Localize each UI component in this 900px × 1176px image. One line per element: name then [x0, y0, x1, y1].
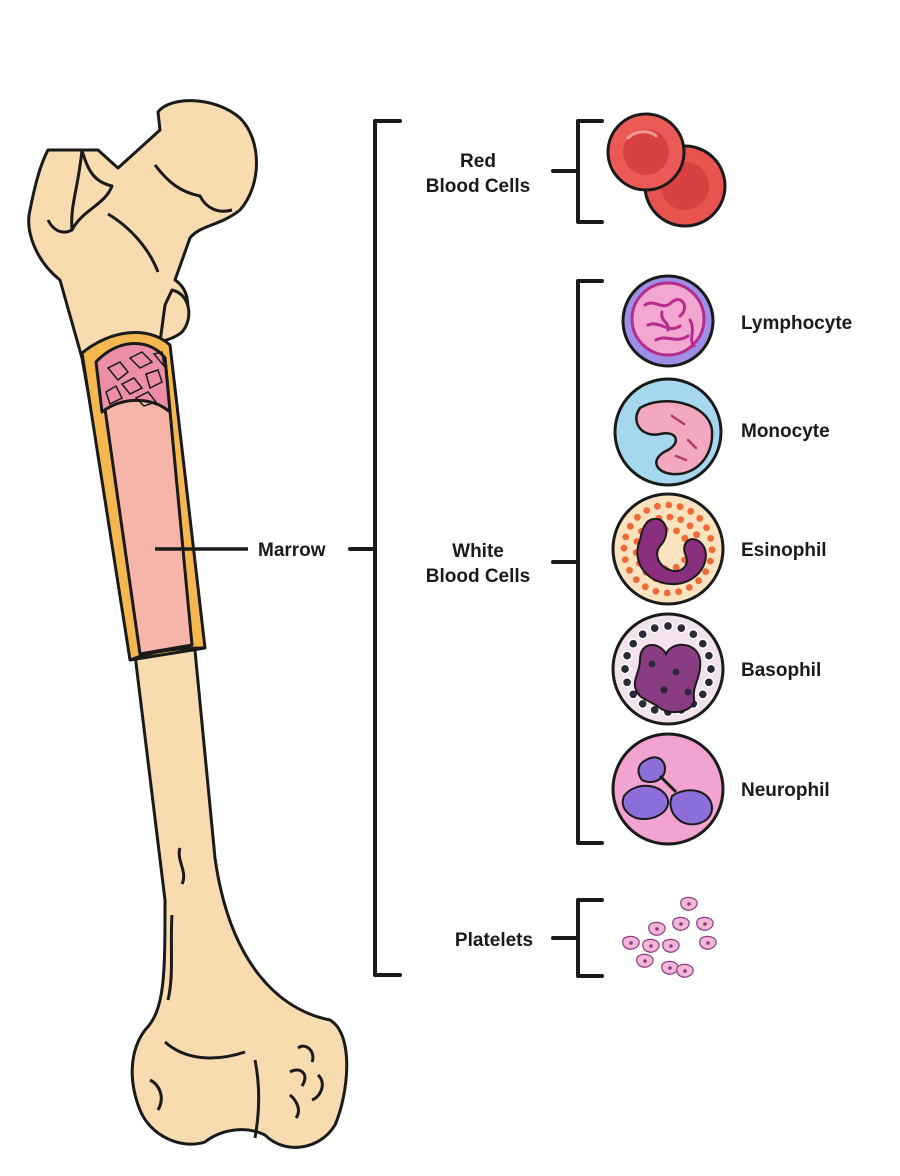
white-cell-label-esinophil: Esinophil: [741, 540, 827, 561]
eosinophil-granule: [708, 546, 716, 554]
basophil-granule: [703, 650, 715, 662]
eosinophil-granule: [677, 516, 685, 523]
basophil-granule: [703, 676, 715, 688]
platelets-label: Platelets: [455, 930, 533, 951]
platelets-bracket: [551, 898, 604, 978]
platelet-granule: [668, 966, 672, 970]
basophil-granule: [675, 622, 687, 634]
platelet-granule: [687, 902, 691, 906]
white-cell-label-basophil: Basophil: [741, 660, 821, 681]
red-bracket: [551, 119, 604, 224]
basophil-granule: [637, 698, 649, 710]
eosinophil-granule: [681, 534, 689, 542]
platelet-granule: [683, 969, 687, 973]
eosinophil-granule: [641, 583, 649, 591]
basophil-granule: [637, 628, 649, 640]
eosinophil-granule: [696, 515, 704, 522]
basophil-granule: [627, 638, 639, 650]
eosinophil-granule: [626, 566, 633, 574]
marrow-label: Marrow: [258, 540, 326, 561]
eosinophil-granule: [634, 513, 641, 521]
eosinophil-granule: [693, 531, 700, 539]
eosinophil-granule: [673, 527, 680, 535]
platelet-granule: [669, 944, 673, 948]
platelet-icon: [622, 896, 717, 978]
esinophil-icon: [611, 492, 725, 606]
basophil-granule: [687, 628, 699, 640]
eosinophil-granule: [685, 584, 693, 591]
basophil-icon: [611, 612, 725, 726]
neurophil-icon: [611, 732, 725, 846]
eosinophil-granule: [687, 507, 695, 515]
eosinophil-granule: [686, 522, 694, 530]
eosinophil-granule: [621, 556, 629, 563]
eosinophil-granule: [675, 588, 682, 596]
platelet-granule: [643, 959, 647, 963]
white-cell-label-neurophil: Neurophil: [741, 780, 830, 801]
red-blood-cell-icon: [606, 112, 727, 228]
platelet-granule: [706, 941, 710, 945]
white-bracket: [551, 279, 604, 845]
white-cell-label-monocyte: Monocyte: [741, 421, 830, 442]
eosinophil-granule: [706, 557, 714, 565]
eosinophil-granule: [622, 533, 630, 541]
red-label-line2: Blood Cells: [426, 176, 531, 197]
basophil-granule: [619, 663, 631, 675]
femur-bone-illustration: [27, 99, 349, 1149]
eosinophil-granule: [620, 544, 628, 552]
eosinophil-granule: [702, 568, 710, 576]
basophil-granule: [662, 620, 674, 632]
red-label-line1: Red: [460, 151, 496, 172]
platelet-granule: [679, 922, 683, 926]
platelet-granule: [703, 922, 707, 926]
eosinophil-granule: [654, 502, 661, 510]
basophil-granule: [697, 688, 709, 700]
eosinophil-granule: [632, 576, 640, 583]
eosinophil-granule: [672, 563, 680, 571]
eosinophil-granule: [643, 507, 651, 514]
eosinophil-granule: [666, 513, 674, 521]
eosinophil-granule: [626, 522, 634, 530]
white-label-line1: White: [452, 541, 504, 562]
platelet-granule: [629, 941, 633, 945]
eosinophil-granule: [652, 587, 660, 595]
eosinophil-granule: [707, 535, 715, 542]
basophil-granule: [705, 663, 717, 675]
lymphocyte-icon: [621, 274, 715, 368]
white-label-line2: Blood Cells: [426, 566, 531, 587]
eosinophil-granule: [695, 577, 702, 585]
basophil-granule: [621, 676, 633, 688]
platelet-granule: [649, 944, 653, 948]
basophil-granule: [697, 638, 709, 650]
white-cell-label-lymphocyte: Lymphocyte: [741, 313, 852, 334]
eosinophil-granule: [665, 501, 673, 509]
eosinophil-granule: [663, 589, 671, 597]
marrow-bracket: [348, 119, 402, 977]
monocyte-icon: [613, 377, 723, 487]
platelet-granule: [655, 927, 659, 931]
basophil-granule: [621, 650, 633, 662]
eosinophil-granule: [703, 524, 710, 532]
eosinophil-granule: [676, 503, 684, 511]
basophil-granule: [649, 622, 661, 634]
